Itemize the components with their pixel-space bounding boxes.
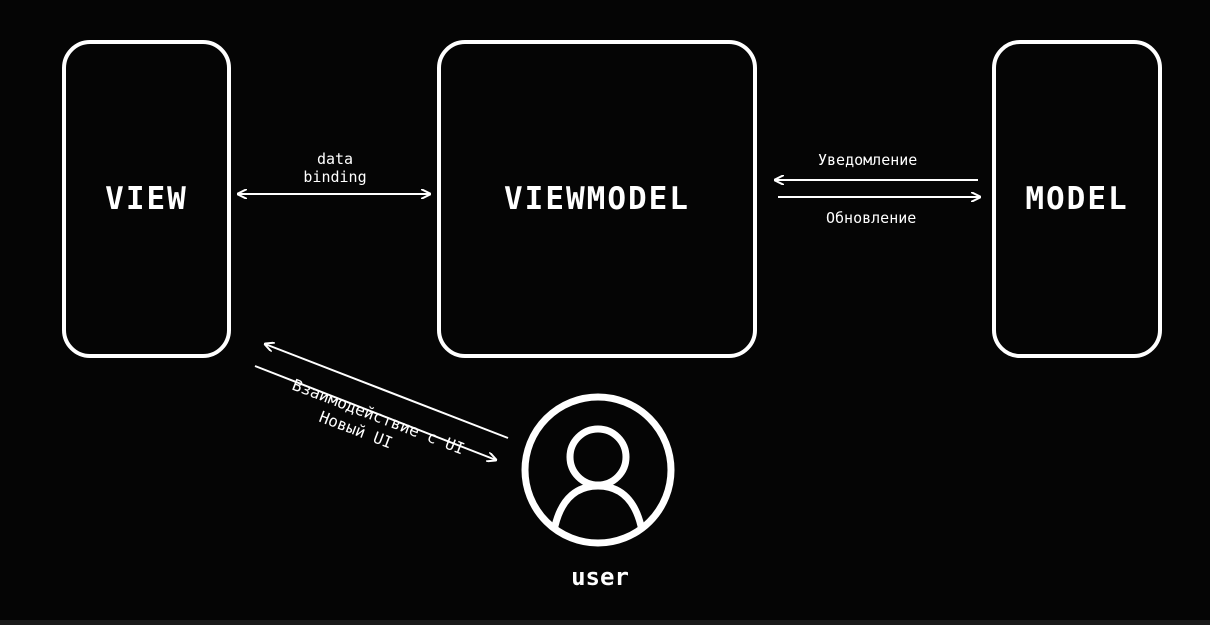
update-label: Обновление (826, 209, 917, 227)
view-node-label: VIEW (105, 181, 188, 217)
viewmodel-node-label: VIEWMODEL (504, 181, 690, 217)
user-avatar-icon (521, 393, 675, 547)
new-ui-arrow (254, 365, 496, 460)
ui-interaction-arrow (265, 344, 509, 439)
viewmodel-node: VIEWMODEL (437, 40, 757, 358)
model-node: MODEL (992, 40, 1162, 358)
user-label: user (571, 563, 629, 591)
notification-label: Уведомление (818, 151, 918, 169)
view-node: VIEW (62, 40, 231, 358)
data-binding-label: data binding (303, 150, 367, 186)
model-node-label: MODEL (1025, 181, 1129, 217)
bottom-divider (0, 620, 1210, 625)
